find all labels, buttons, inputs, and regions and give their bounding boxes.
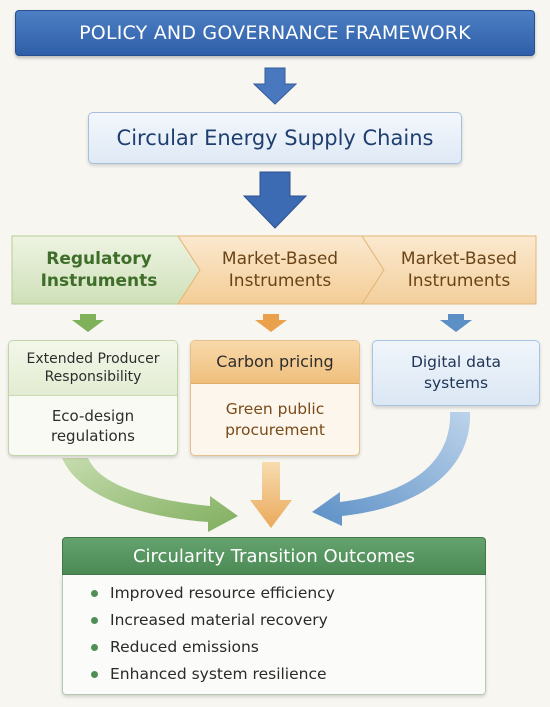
instrument-market-based: Market-Based Instruments xyxy=(200,238,360,302)
curved-arrow-green xyxy=(62,458,238,532)
supply-chain-box: Circular Energy Supply Chains xyxy=(88,112,462,164)
outcome-text: Improved resource efficiency xyxy=(110,584,335,602)
market-mechanisms-card: Carbon pricing Green public procurement xyxy=(190,340,360,456)
bullet-icon xyxy=(91,670,98,678)
outcome-text: Increased material recovery xyxy=(110,611,328,629)
instrument-market2-line2: Instruments xyxy=(407,271,511,291)
outcomes-header: Circularity Transition Outcomes xyxy=(62,537,486,575)
instrument-market-line2: Instruments xyxy=(228,271,332,291)
outcome-item: Improved resource efficiency xyxy=(91,584,335,602)
outcome-text: Enhanced system resilience xyxy=(110,665,327,683)
instrument-regulatory-line2: Instruments xyxy=(40,271,158,291)
eco-design-label: Eco-design regulations xyxy=(50,406,135,445)
outcomes-list: Improved resource efficiency Increased m… xyxy=(62,575,486,695)
curved-arrow-orange xyxy=(250,462,292,528)
outcome-item: Increased material recovery xyxy=(91,611,328,629)
outcome-text: Reduced emissions xyxy=(110,638,259,656)
bullet-icon xyxy=(91,643,98,651)
instrument-regulatory: Regulatory Instruments xyxy=(16,238,182,302)
small-arrow-green xyxy=(72,314,104,332)
outcomes-title: Circularity Transition Outcomes xyxy=(132,545,416,567)
digital-mechanisms-card: Digital data systems xyxy=(372,340,540,406)
market-card-body: Green public procurement xyxy=(191,384,359,455)
outcome-item: Enhanced system resilience xyxy=(91,665,327,683)
small-arrow-blue xyxy=(440,314,472,332)
digital-data-label: Digital data systems xyxy=(410,353,502,392)
framework-title: POLICY AND GOVERNANCE FRAMEWORK xyxy=(79,22,471,44)
bullet-icon xyxy=(91,589,98,597)
down-arrow-2 xyxy=(242,171,308,229)
curved-arrow-blue xyxy=(312,412,471,526)
instrument-chevron-market-2 xyxy=(361,235,537,305)
small-arrow-orange xyxy=(255,314,287,332)
regulatory-card-head: Extended Producer Responsibility xyxy=(9,341,177,396)
bullet-icon xyxy=(91,616,98,624)
outcome-item: Reduced emissions xyxy=(91,638,259,656)
green-procurement-label: Green public procurement xyxy=(225,400,325,439)
regulatory-mechanisms-card: Extended Producer Responsibility Eco-des… xyxy=(8,340,178,456)
market-card-head: Carbon pricing xyxy=(191,341,359,384)
digital-card-body: Digital data systems xyxy=(373,341,539,405)
instrument-market2-line1: Market-Based xyxy=(400,248,518,269)
framework-title-banner: POLICY AND GOVERNANCE FRAMEWORK xyxy=(15,10,535,56)
instrument-regulatory-line1: Regulatory xyxy=(46,248,152,269)
instrument-market-based-2: Market-Based Instruments xyxy=(384,238,534,302)
carbon-pricing-label: Carbon pricing xyxy=(216,351,334,371)
supply-chain-label: Circular Energy Supply Chains xyxy=(116,126,434,150)
down-arrow-1 xyxy=(252,67,298,105)
regulatory-card-body: Eco-design regulations xyxy=(9,396,177,455)
instrument-market-line1: Market-Based xyxy=(221,248,339,269)
epr-label: Extended Producer Responsibility xyxy=(26,350,160,385)
